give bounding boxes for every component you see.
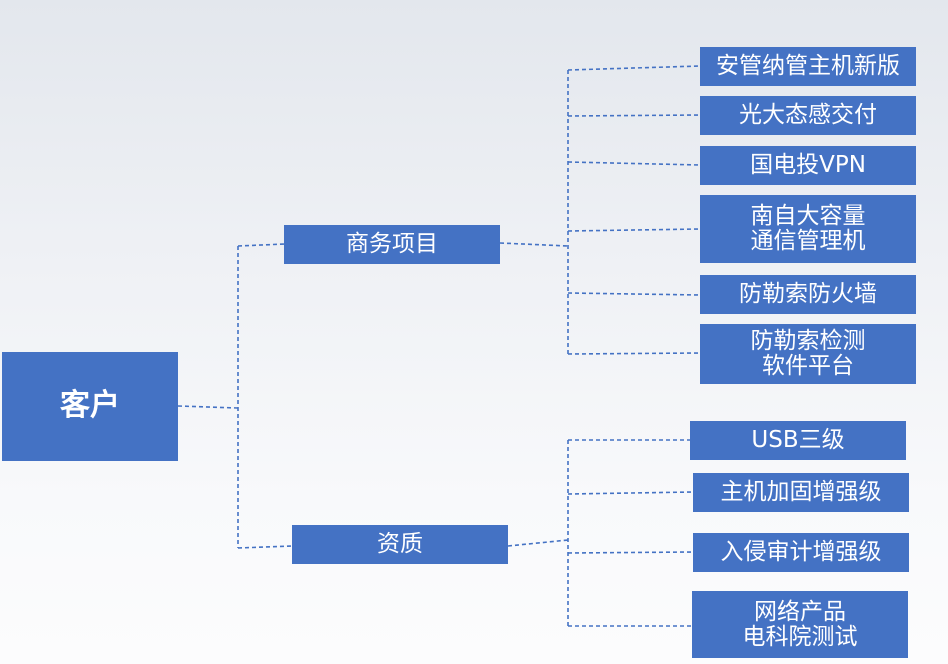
connector-leaf-3 <box>567 161 701 166</box>
leaf-node-10: 网络产品 电科院测试 <box>692 591 908 658</box>
connector-leaf-6 <box>567 352 701 355</box>
leaf-node-2: 光大态感交付 <box>700 96 916 135</box>
branch-node-qualification: 资质 <box>292 525 508 564</box>
leaf-node-8: 主机加固增强级 <box>693 473 909 512</box>
connector-leaf-2 <box>567 114 701 117</box>
connector-leaf-4 <box>567 228 701 232</box>
leaf-node-1: 安管纳管主机新版 <box>700 47 916 86</box>
connector-to-qualification <box>237 545 294 549</box>
root-node-customer: 客户 <box>2 352 178 461</box>
connector-leaf-9 <box>567 551 694 554</box>
leaf-node-5: 防勒索防火墙 <box>700 275 916 314</box>
branch-node-business-projects: 商务项目 <box>284 225 500 264</box>
connector-business-out <box>499 242 569 247</box>
leaf-node-7: USB三级 <box>690 421 906 460</box>
connector-leaf-5 <box>567 292 701 296</box>
connector-leaf-1 <box>567 65 701 71</box>
leaf-node-3: 国电投VPN <box>700 146 916 185</box>
leaf-node-9: 入侵审计增强级 <box>693 533 909 572</box>
connector-root <box>177 405 239 409</box>
connector-to-business <box>237 243 286 247</box>
leaf-node-4: 南自大容量 通信管理机 <box>700 195 916 263</box>
connector-qualification-out <box>507 539 569 547</box>
connector-leaf-8 <box>567 491 694 495</box>
leaf-node-6: 防勒索检测 软件平台 <box>700 324 916 384</box>
